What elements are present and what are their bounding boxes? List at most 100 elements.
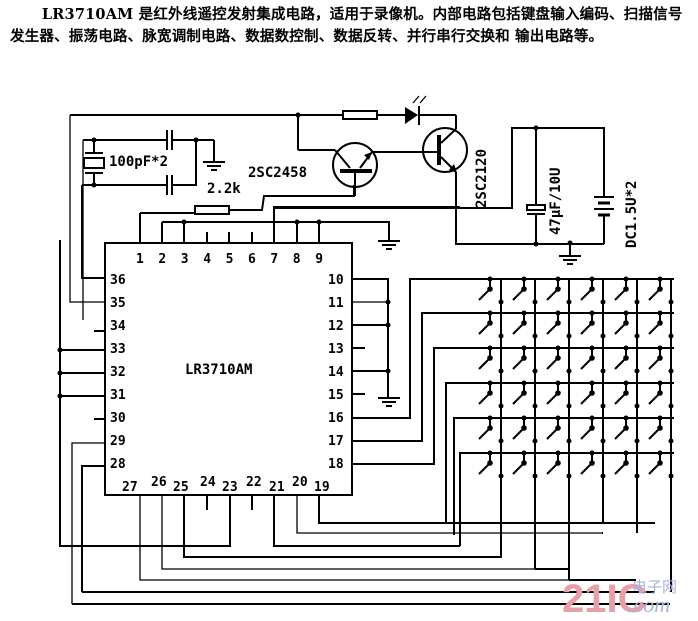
key-switch [614,310,640,339]
watermark-cn: 电子网 [632,579,677,596]
key-switch [478,345,504,374]
ground-icon [203,140,225,171]
pin-label: 32 [110,365,126,380]
pin-label: 15 [328,388,344,403]
key-switch [614,345,640,374]
pin-label: 19 [314,480,330,495]
key-switch [546,345,572,374]
pin-label: 28 [110,457,126,472]
pin-label: 33 [110,342,126,357]
pin-label: 4 [203,252,211,267]
resistor-label: 2.2k [207,181,241,197]
key-switch [648,450,674,479]
power-supply [274,125,614,247]
transistor1-label: 2SC2458 [248,165,307,181]
pin-label: 22 [246,475,262,490]
pin-label: 21 [269,480,285,495]
key-switch [478,380,504,409]
key-switch [648,310,674,339]
key-switch [580,345,606,374]
pin-label: 25 [173,480,189,495]
key-switch [512,345,538,374]
bottom-pin-labels: 27 26 25 24 23 22 21 20 19 [122,475,330,495]
key-switch [546,276,572,305]
left-pin-labels: 36 35 34 33 32 31 30 29 28 [110,273,126,472]
pin-label: 23 [222,480,238,495]
pin-label: 30 [110,411,126,426]
key-switch [546,450,572,479]
key-switch [512,415,538,444]
resistor-2k2 [194,205,230,215]
pin-label: 31 [110,388,126,403]
pin-label: 9 [315,252,323,267]
key-switch [512,450,538,479]
pin-label: 8 [293,252,301,267]
pin-label: 13 [328,342,344,357]
key-switch [580,415,606,444]
left-pin-wires [57,240,231,604]
pin-label: 3 [181,252,189,267]
pin-label: 10 [328,273,344,288]
transistor-2sc2120 [420,127,536,245]
key-switch [648,345,674,374]
pin-label: 17 [328,434,344,449]
key-switch [512,276,538,305]
key-switch [546,415,572,444]
caps-label: 100pF*2 [109,154,168,170]
key-switch [478,310,504,339]
pin-label: 27 [122,480,138,495]
transistor-2sc2458 [295,112,420,196]
key-switch [546,380,572,409]
pin-label: 34 [110,319,126,334]
pin-label: 6 [248,252,256,267]
right-pin-labels: 10 11 12 13 14 15 16 17 18 [328,273,344,472]
watermark-domain: .com [628,592,670,617]
pin-label: 18 [328,457,344,472]
key-switch [614,380,640,409]
pin-label: 14 [328,365,344,380]
pin-label: 1 [136,252,144,267]
watermark-brand: 21IC [562,577,647,621]
pin-label: 16 [328,411,344,426]
key-switch [478,450,504,479]
pin-label: 12 [328,319,344,334]
pin-label: 35 [110,296,126,311]
key-switch [614,276,640,305]
key-switch [478,276,504,305]
pin-label: 29 [110,434,126,449]
battery-label: DC1.5U*2 [624,181,640,248]
pin-label: 20 [292,475,308,490]
ic-name: LR3710AM [185,362,252,378]
key-switch [512,310,538,339]
key-switch [478,415,504,444]
key-switch [546,310,572,339]
pin-label: 5 [226,252,234,267]
resistor-top [342,110,378,120]
pin-label: 36 [110,273,126,288]
keypad-matrix [445,276,674,592]
pin-label: 24 [200,475,216,490]
capacitor-label: 47µF/10U [548,168,564,235]
pin-label: 26 [151,475,167,490]
key-switch [648,380,674,409]
key-switch [614,450,640,479]
transistor2-label: 2SC2120 [474,149,490,208]
key-switch [614,415,640,444]
led-icon [405,95,457,129]
key-switch [580,310,606,339]
ground-icon [378,240,400,250]
right-pin-wires [352,278,490,465]
top-pin-wires [139,185,460,243]
ground-icon [378,397,400,407]
description-text: LR3710AM 是红外线遥控发射集成电路，适用于录像机。内部电路包括键盘输入编… [10,6,683,45]
pin-label: 7 [270,252,278,267]
watermark: 21IC 电子网 .com [562,577,677,621]
key-switch [648,276,674,305]
key-switch [648,415,674,444]
pin-label: 11 [328,296,344,311]
key-switch [512,380,538,409]
key-switch [580,276,606,305]
key-switch [580,380,606,409]
